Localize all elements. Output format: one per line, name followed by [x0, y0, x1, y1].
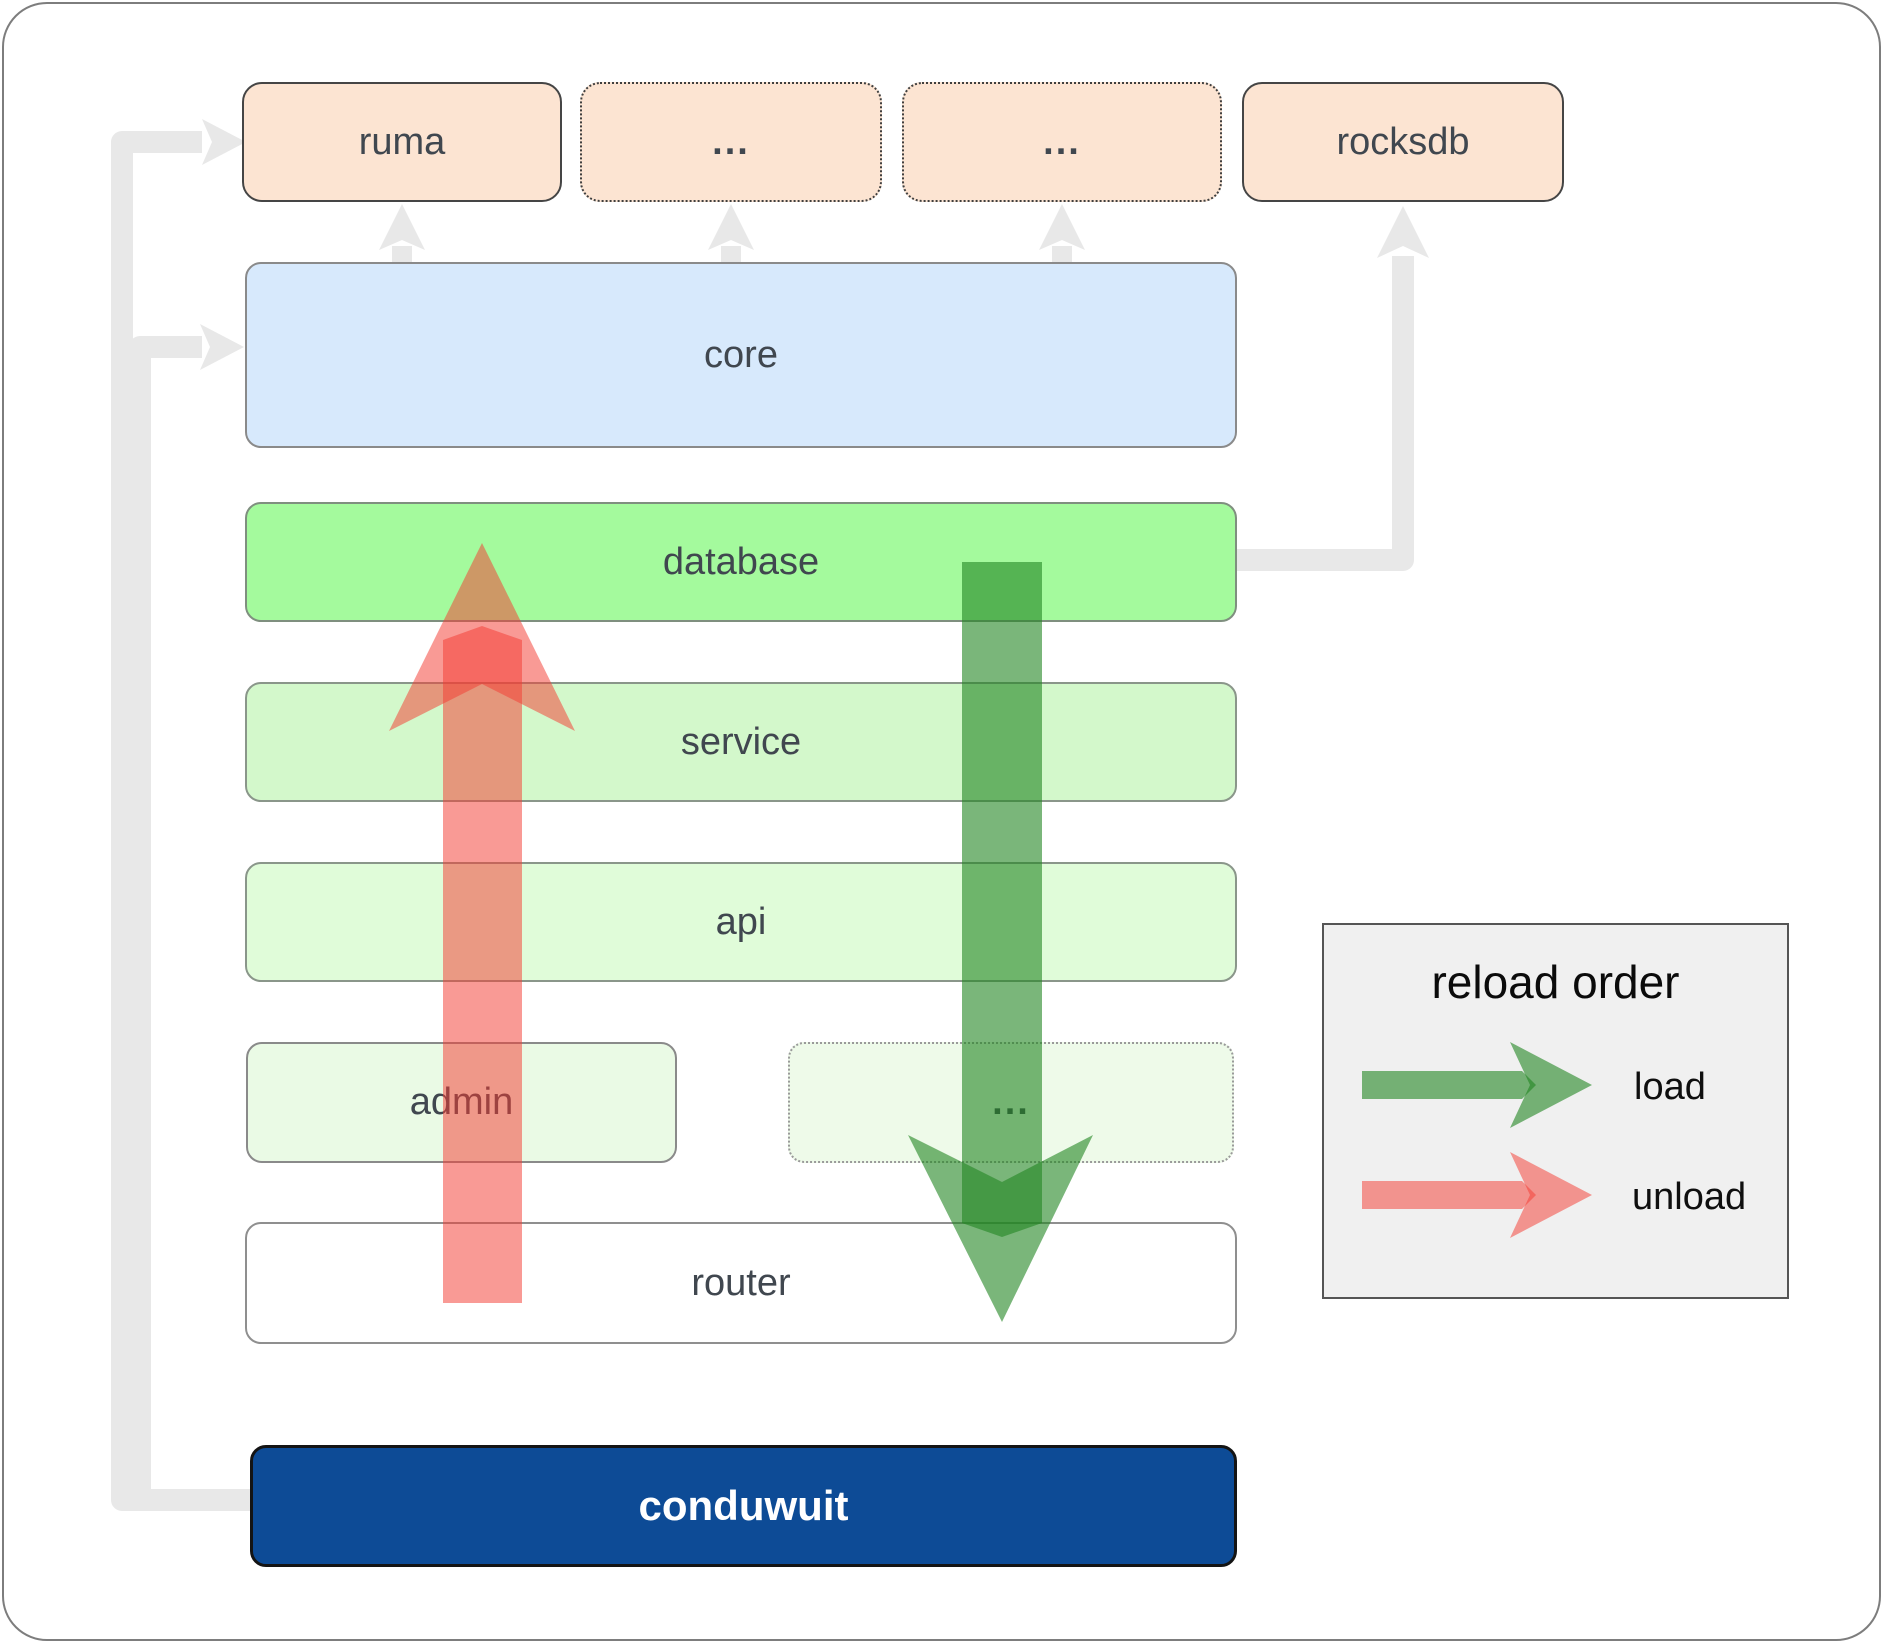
node-rocksdb-label: rocksdb: [1336, 120, 1470, 163]
node-ellipsis-1: ...: [580, 82, 882, 202]
node-ruma-label: ruma: [358, 120, 446, 163]
node-database-label: database: [662, 540, 820, 583]
legend: reload order load unload: [1322, 923, 1789, 1299]
edge-conduwuit-to-core: [129, 336, 250, 1511]
edge-core-to-dots1: [708, 204, 754, 263]
node-service: service: [245, 682, 1237, 802]
legend-unload-label: unload: [1632, 1176, 1747, 1218]
arrowhead-into-core: [200, 324, 244, 370]
node-service-label: service: [680, 720, 802, 763]
node-admin: admin: [246, 1042, 677, 1163]
node-admin-label: admin: [409, 1081, 514, 1123]
node-conduwuit: conduwuit: [250, 1445, 1237, 1567]
node-core: core: [245, 262, 1237, 448]
legend-title: reload order: [1431, 956, 1680, 1008]
node-ellipsis-1-label: ...: [712, 120, 750, 163]
node-rocksdb: rocksdb: [1242, 82, 1564, 202]
edge-database-to-rocksdb: [1233, 256, 1414, 571]
arrowhead-into-ruma: [202, 119, 246, 165]
node-router-label: router: [691, 1261, 791, 1304]
node-api: api: [245, 862, 1237, 982]
node-conduwuit-label: conduwuit: [638, 1482, 849, 1529]
node-ellipsis-3-label: ...: [992, 1081, 1030, 1123]
node-core-label: core: [704, 333, 778, 376]
node-api-label: api: [715, 900, 767, 943]
node-database: database: [245, 502, 1237, 622]
legend-load-label: load: [1634, 1066, 1706, 1108]
node-ruma: ruma: [242, 82, 562, 202]
edge-core-to-dots2: [1039, 204, 1085, 263]
edge-conduwuit-to-ruma: [111, 131, 250, 1511]
edge-core-to-ruma: [379, 204, 425, 263]
node-ellipsis-3: ...: [788, 1042, 1234, 1163]
node-router: router: [245, 1222, 1237, 1344]
node-ellipsis-2: ...: [902, 82, 1222, 202]
arrowhead-into-rocksdb: [1377, 206, 1429, 258]
node-ellipsis-2-label: ...: [1043, 120, 1081, 163]
